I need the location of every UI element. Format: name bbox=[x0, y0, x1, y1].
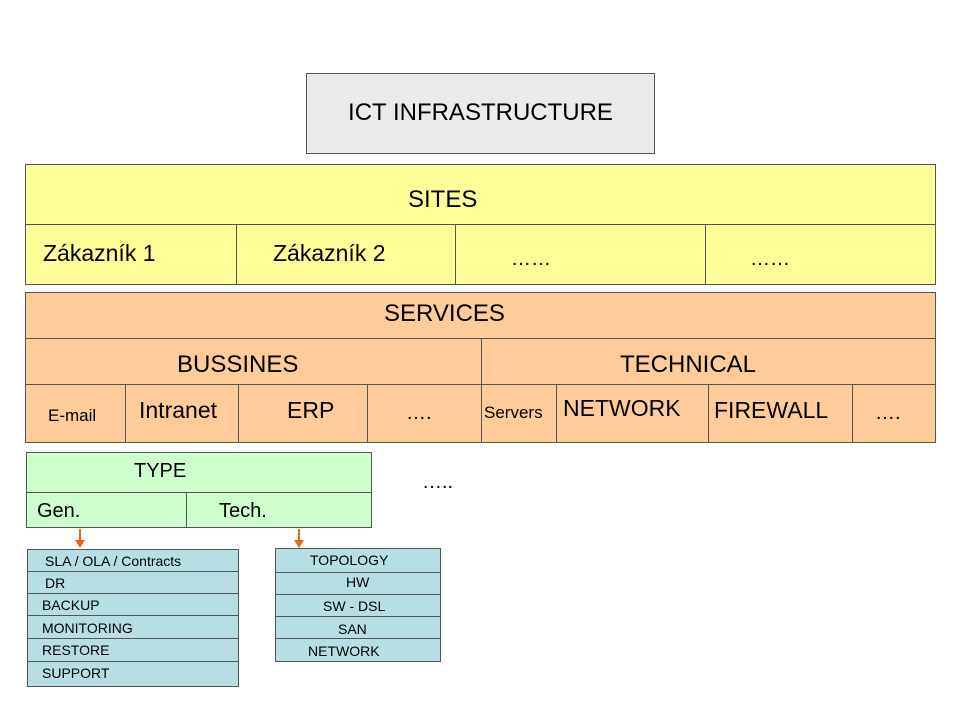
gen-list-item: DR bbox=[27, 571, 239, 594]
gen-list-item: SLA / OLA / Contracts bbox=[27, 549, 239, 572]
type-tech-box: Tech. bbox=[186, 492, 372, 528]
gen-list-item-text: MONITORING bbox=[42, 620, 133, 636]
gen-list-item-text: BACKUP bbox=[42, 597, 100, 613]
gen-list-item: RESTORE bbox=[27, 638, 239, 662]
service-item-network: NETWORK bbox=[556, 384, 709, 443]
service-item-servers-text: Servers bbox=[484, 403, 543, 422]
service-item-intranet-text: Intranet bbox=[139, 397, 217, 423]
sites-cell-4: …… bbox=[705, 224, 936, 285]
service-item-email: E-mail bbox=[25, 384, 126, 443]
tech-list-item: TOPOLOGY bbox=[275, 548, 441, 573]
technical-label: TECHNICAL bbox=[620, 351, 757, 378]
tech-list-item-text: SW - DSL bbox=[323, 598, 386, 614]
services-header-box: SERVICES bbox=[25, 292, 936, 339]
tech-list-item-text: NETWORK bbox=[308, 643, 380, 659]
type-gen-text: Gen. bbox=[37, 500, 81, 522]
service-item-erp-text: ERP bbox=[287, 397, 335, 423]
technical-box: TECHNICAL bbox=[481, 338, 936, 385]
service-item-network-text: NETWORK bbox=[563, 395, 681, 421]
arrow-gen-head bbox=[75, 540, 85, 548]
service-item-technical-more: …. bbox=[852, 384, 936, 443]
gen-list-item: BACKUP bbox=[27, 593, 239, 616]
arrow-tech-line bbox=[298, 529, 300, 541]
service-item-technical-more-text: …. bbox=[875, 402, 901, 424]
type-header-text: TYPE bbox=[134, 460, 187, 482]
service-item-erp: ERP bbox=[238, 384, 368, 443]
type-header-box: TYPE bbox=[26, 452, 372, 493]
arrow-tech-head bbox=[294, 540, 304, 548]
sites-cell-3-text: …… bbox=[511, 248, 551, 270]
sites-cell-3: …… bbox=[455, 224, 706, 285]
type-more-ellipsis: ….. bbox=[422, 471, 454, 493]
sites-header-box: SITES bbox=[25, 164, 936, 225]
tech-list-item-text: HW bbox=[346, 574, 370, 590]
gen-list-item-text: SUPPORT bbox=[42, 665, 110, 681]
tech-list-item: SW - DSL bbox=[275, 594, 441, 617]
service-item-bussines-more-text: …. bbox=[406, 402, 432, 424]
service-item-servers: Servers bbox=[481, 384, 557, 443]
tech-list-item: SAN bbox=[275, 616, 441, 639]
gen-list-item-text: DR bbox=[45, 575, 66, 591]
service-item-firewall: FIREWALL bbox=[708, 384, 853, 443]
gen-list-item: SUPPORT bbox=[27, 661, 239, 687]
sites-cell-2-text: Zákazník 2 bbox=[273, 240, 386, 266]
gen-list-item-text: SLA / OLA / Contracts bbox=[45, 553, 182, 569]
sites-cell-1: Zákazník 1 bbox=[25, 224, 237, 285]
type-gen-box: Gen. bbox=[26, 492, 187, 528]
bussines-box: BUSSINES bbox=[25, 338, 482, 385]
tech-list-item-text: SAN bbox=[338, 621, 367, 637]
gen-list-item-text: RESTORE bbox=[42, 642, 110, 658]
type-tech-text: Tech. bbox=[219, 500, 267, 522]
bussines-label: BUSSINES bbox=[177, 351, 299, 378]
sites-header-text: SITES bbox=[408, 186, 478, 213]
tech-list-item: NETWORK bbox=[275, 638, 441, 662]
title-box: ICT INFRASTRUCTURE bbox=[306, 73, 655, 154]
sites-cell-4-text: …… bbox=[750, 248, 790, 270]
tech-list-item-text: TOPOLOGY bbox=[310, 552, 389, 568]
arrow-gen-line bbox=[79, 529, 81, 541]
gen-list-item: MONITORING bbox=[27, 615, 239, 639]
title-text: ICT INFRASTRUCTURE bbox=[348, 99, 613, 126]
sites-cell-2: Zákazník 2 bbox=[236, 224, 456, 285]
service-item-bussines-more: …. bbox=[367, 384, 482, 443]
sites-cell-1-text: Zákazník 1 bbox=[43, 240, 156, 266]
service-item-email-text: E-mail bbox=[48, 406, 97, 425]
service-item-intranet: Intranet bbox=[125, 384, 239, 443]
services-header-text: SERVICES bbox=[384, 300, 505, 327]
service-item-firewall-text: FIREWALL bbox=[714, 397, 829, 423]
tech-list-item: HW bbox=[275, 572, 441, 595]
